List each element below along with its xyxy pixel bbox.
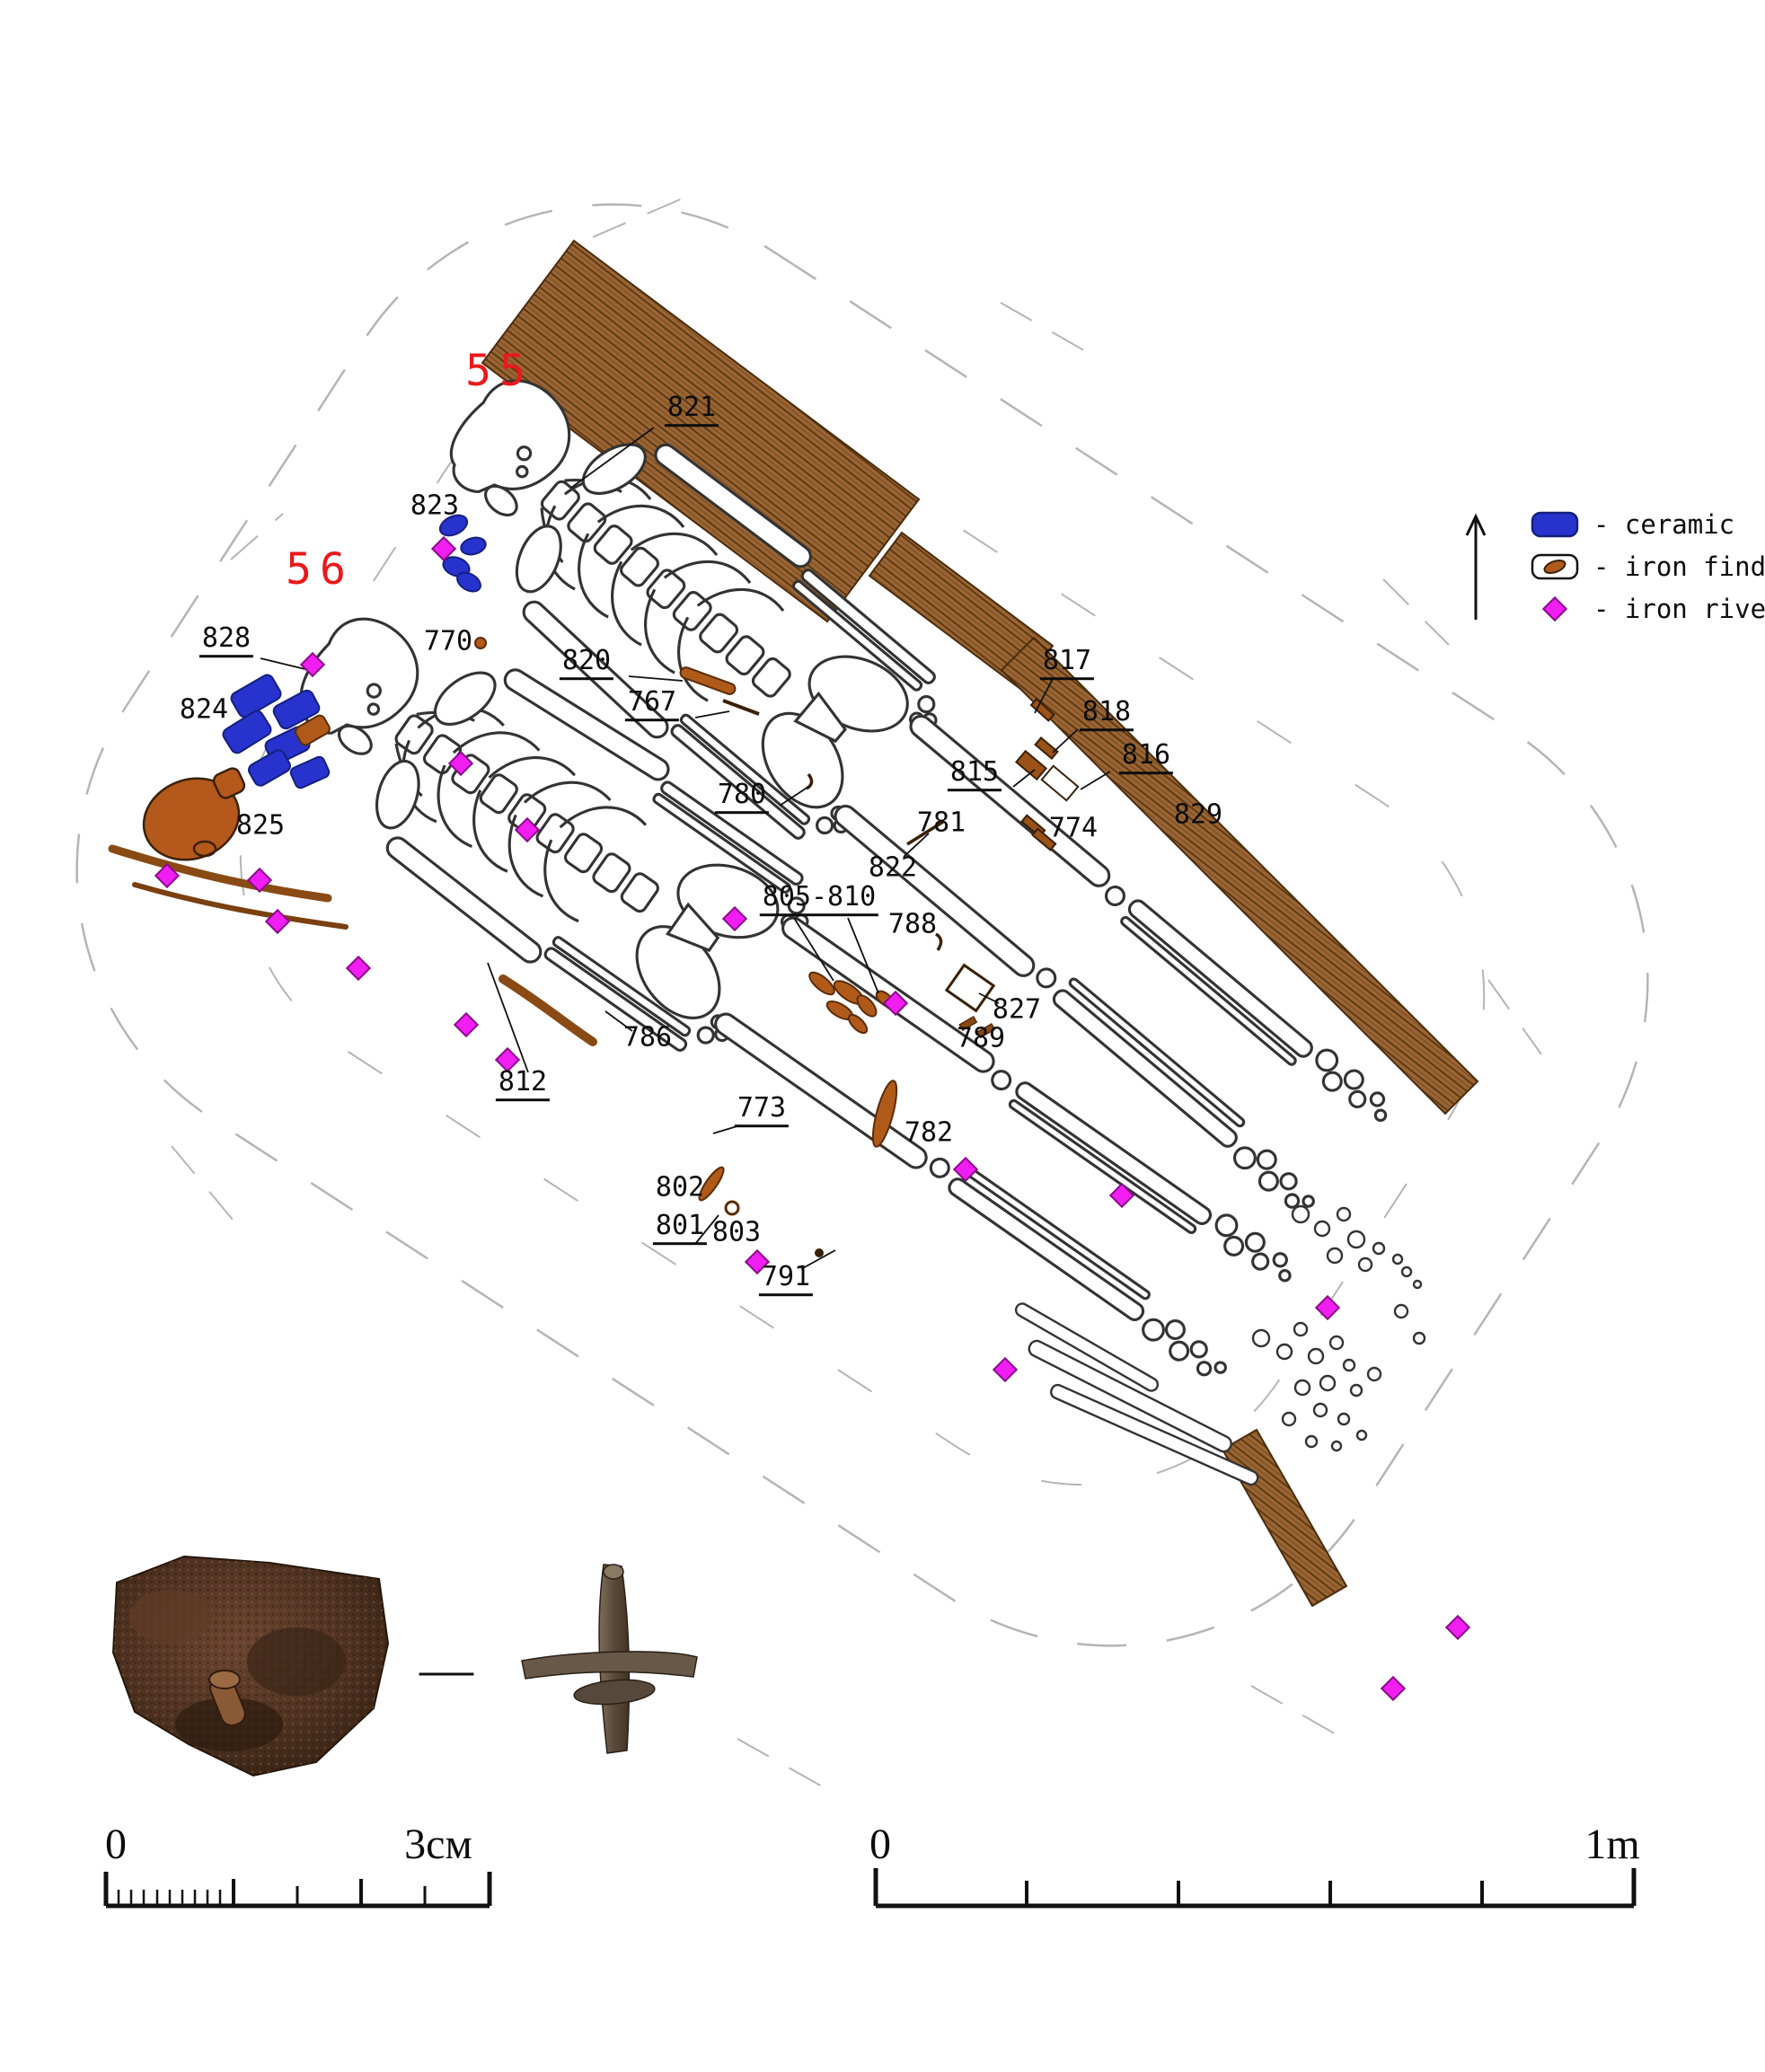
iron-rivet-icon <box>514 816 541 843</box>
vessel-825 <box>142 767 246 861</box>
iron-rivet-icon <box>1444 1614 1471 1641</box>
find-791 <box>815 1248 824 1257</box>
find-820 <box>679 666 737 695</box>
iron-rivet-icon <box>721 905 748 932</box>
north-arrow-icon <box>1465 513 1487 620</box>
iron-rivet-icon <box>1380 1675 1407 1702</box>
leader-lines <box>260 427 1111 1270</box>
find-770 <box>474 637 487 649</box>
iron-rivet-icon <box>494 1046 521 1073</box>
iron-rivet-icon <box>345 955 372 982</box>
iron-rivet-icon <box>1108 1182 1135 1209</box>
iron-rivet-layer <box>154 535 1471 1702</box>
ochre-fragment-near-jaw <box>295 714 331 746</box>
iron-rivet-icon <box>154 862 181 889</box>
find-789 <box>958 1016 996 1039</box>
wood-plank-821 <box>481 239 921 623</box>
ochre-sticks <box>108 844 597 1046</box>
find-822 <box>906 820 944 846</box>
skeleton-56 <box>241 561 1328 1426</box>
find-803 <box>724 1200 740 1216</box>
find-802 <box>698 1166 725 1202</box>
grave-pit-outline <box>75 197 1649 1792</box>
iron-rivet-icon <box>1314 1294 1341 1321</box>
small-finds <box>474 637 1080 1257</box>
photo-iron-fragment <box>111 1555 390 1777</box>
find-827 <box>944 963 996 1013</box>
iron-rivet-icon <box>430 535 457 562</box>
find-788 <box>934 932 943 951</box>
iron-rivet-icon <box>299 651 326 678</box>
wood-plank-bottom <box>1221 1428 1348 1608</box>
iron-rivet-icon <box>246 867 273 894</box>
skeleton-55 <box>385 325 1429 1257</box>
finds-on-plank <box>1014 697 1080 851</box>
iron-rivet-icon <box>453 1011 480 1038</box>
displaced-bones <box>1014 1204 1426 1486</box>
iron-rivet-icon <box>264 908 291 935</box>
find-782 <box>871 1080 898 1148</box>
ceramic-cluster-823 <box>438 514 487 593</box>
iron-rivet-icon <box>992 1356 1019 1383</box>
wood-plank-829 <box>1000 636 1479 1115</box>
iron-rivet-icon <box>882 990 909 1017</box>
photo-iron-rivet <box>521 1564 698 1754</box>
ceramic-cluster-824 <box>222 674 331 789</box>
iron-rivet-icon <box>447 750 474 777</box>
iron-rivet-icon <box>952 1156 979 1183</box>
scale-bar-left <box>103 1872 492 1909</box>
wood-planks <box>481 239 1479 1608</box>
find-767 <box>722 699 760 716</box>
iron-rivet-icon <box>744 1248 771 1275</box>
ceramic-finds <box>222 514 487 789</box>
scale-bar-right <box>873 1868 1637 1909</box>
